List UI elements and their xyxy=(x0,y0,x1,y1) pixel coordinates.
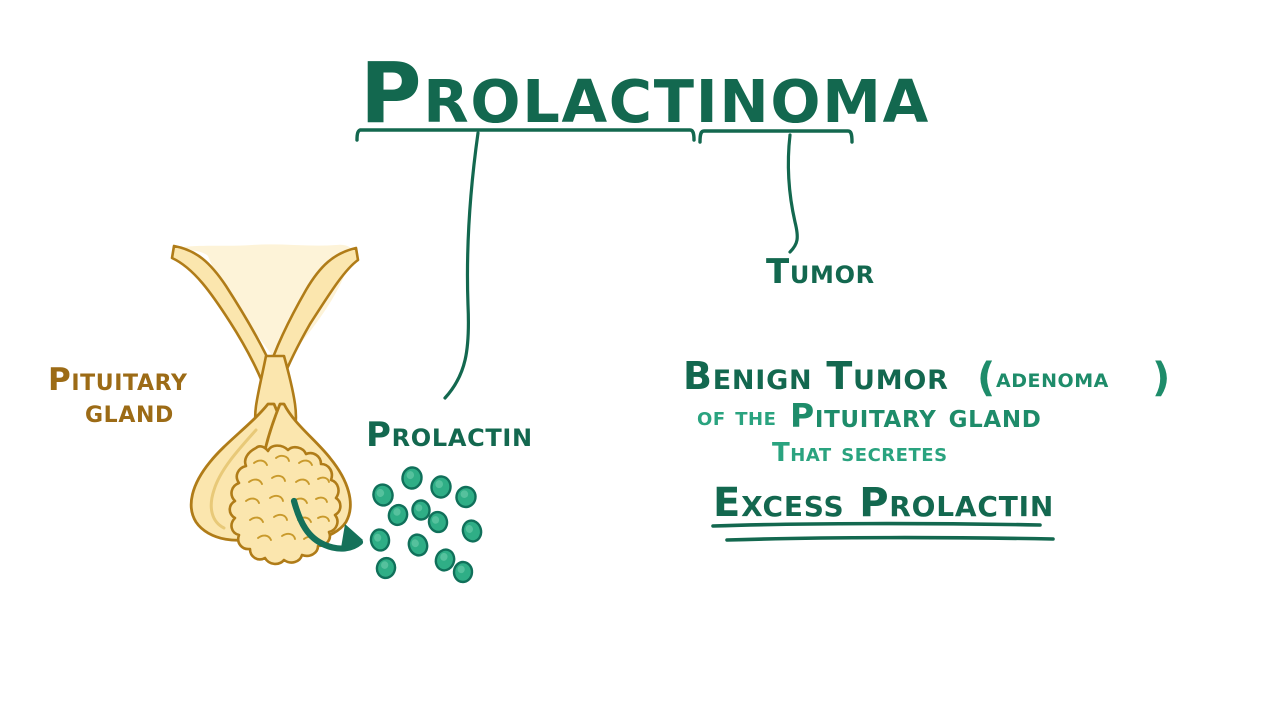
prolactin-dot xyxy=(411,499,431,521)
prolactin-dot xyxy=(461,519,483,543)
pituitary-gland-label-line1: Pituitary xyxy=(48,362,188,398)
definition-line-3: That secretes xyxy=(772,438,948,468)
title-brace-right xyxy=(698,129,854,144)
prolactin-dot xyxy=(452,560,474,584)
pituitary-gland-label-line2: gland xyxy=(85,394,174,430)
title-brace-left xyxy=(355,128,696,142)
definition-line-2-main: Pituitary gland xyxy=(790,396,1042,435)
prolactin-dot xyxy=(434,548,456,572)
definition-line-1-main: Benign Tumor xyxy=(683,354,949,398)
prolactin-dot xyxy=(427,510,449,534)
definition-paren-close: ) xyxy=(1152,355,1171,401)
prolactin-dot xyxy=(430,475,452,499)
secretion-arrow xyxy=(290,497,364,552)
prolactin-callout-label: Prolactin xyxy=(366,415,533,455)
definition-line-4: Excess Prolactin xyxy=(713,480,1054,526)
prolactin-dot xyxy=(401,466,423,490)
page-title: Prolactinoma xyxy=(360,44,930,142)
definition-line-2-prefix: of the xyxy=(697,402,776,432)
prolactin-dot xyxy=(455,485,477,509)
connector-prolactin xyxy=(443,131,480,400)
definition-line-1-adenoma: adenoma xyxy=(996,363,1109,394)
definition-paren-open: ( xyxy=(977,355,996,401)
prolactin-dot xyxy=(372,483,394,507)
prolactin-dot xyxy=(387,503,409,527)
prolactin-dot xyxy=(369,528,391,552)
prolactin-dot xyxy=(375,556,397,580)
tumor-callout-label: Tumor xyxy=(766,252,875,292)
excess-prolactin-underline xyxy=(711,521,1055,542)
connector-tumor xyxy=(786,133,799,254)
prolactin-dot xyxy=(407,533,429,557)
